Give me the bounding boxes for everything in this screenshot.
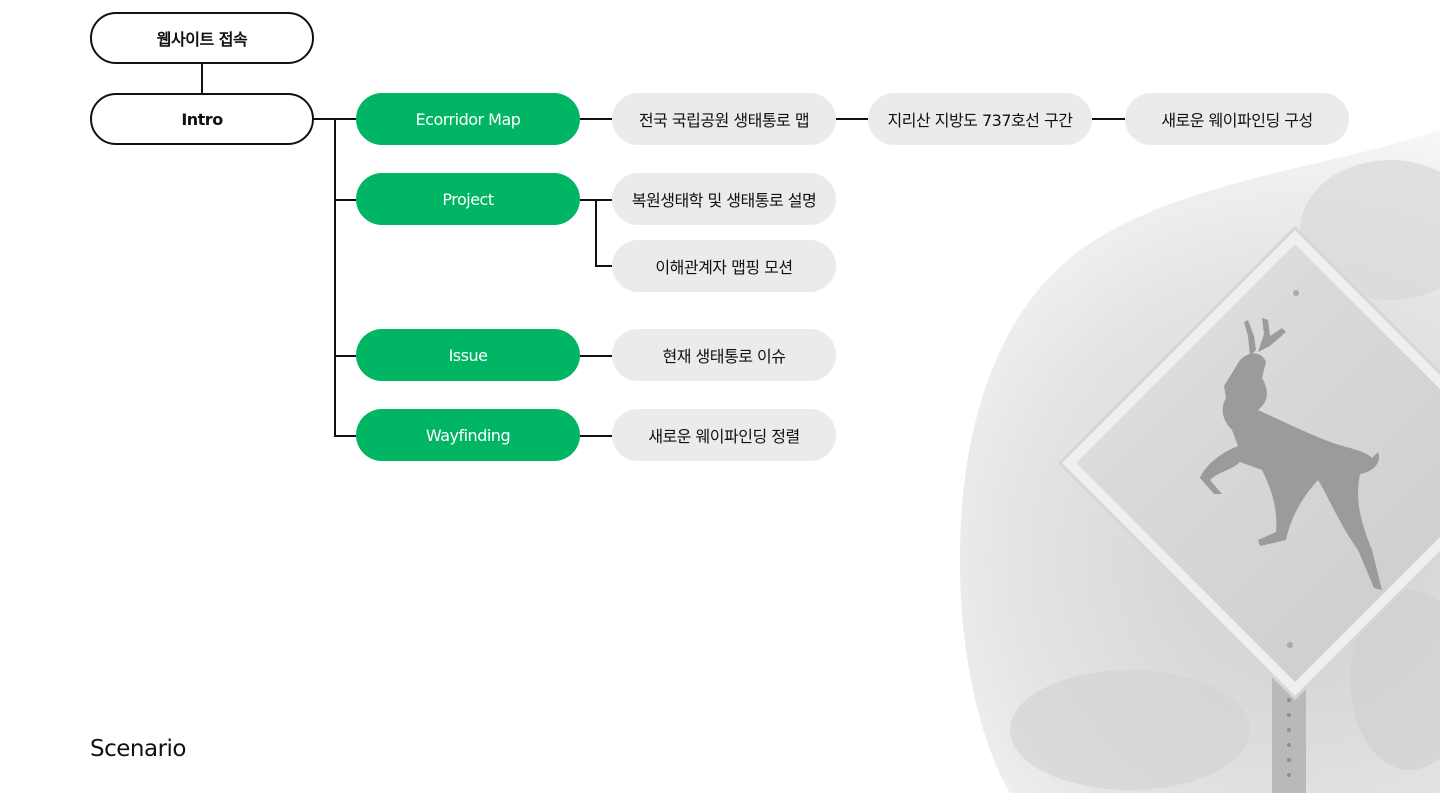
section-wayfinding: Wayfinding	[356, 409, 580, 461]
project-item-1: 복원생태학 및 생태통로 설명	[612, 173, 836, 225]
ecorridor-item-1: 전국 국립공원 생태통로 맵	[612, 93, 836, 145]
ecorridor-item-3: 새로운 웨이파인딩 구성	[1125, 93, 1349, 145]
connector-ecorridor-item-3	[1092, 118, 1125, 120]
ecorridor-item-2: 지리산 지방도 737호선 구간	[868, 93, 1092, 145]
connector-root-intro	[201, 64, 203, 93]
section-issue: Issue	[356, 329, 580, 381]
project-item-2: 이해관계자 맵핑 모션	[612, 240, 836, 292]
connector-project-vertical	[595, 199, 597, 267]
connector-project-item-2	[595, 265, 612, 267]
connector-ecorridor-item-2	[836, 118, 868, 120]
intro-node: Intro	[90, 93, 314, 145]
root-node: 웹사이트 접속	[90, 12, 314, 64]
issue-item-1: 현재 생태통로 이슈	[612, 329, 836, 381]
connector-ecorridor-item-1	[580, 118, 612, 120]
connector-issue-item	[580, 355, 612, 357]
connector-intro-trunk	[314, 118, 335, 120]
connector-trunk-vertical	[334, 118, 336, 437]
wayfinding-item-1: 새로운 웨이파인딩 정렬	[612, 409, 836, 461]
connector-branch-1	[334, 118, 356, 120]
connector-branch-3	[334, 355, 356, 357]
connector-wayfinding-item	[580, 435, 612, 437]
connector-branch-4	[334, 435, 356, 437]
scenario-caption: Scenario	[90, 736, 187, 762]
section-ecorridor-map: Ecorridor Map	[356, 93, 580, 145]
section-project: Project	[356, 173, 580, 225]
connector-branch-2	[334, 199, 356, 201]
